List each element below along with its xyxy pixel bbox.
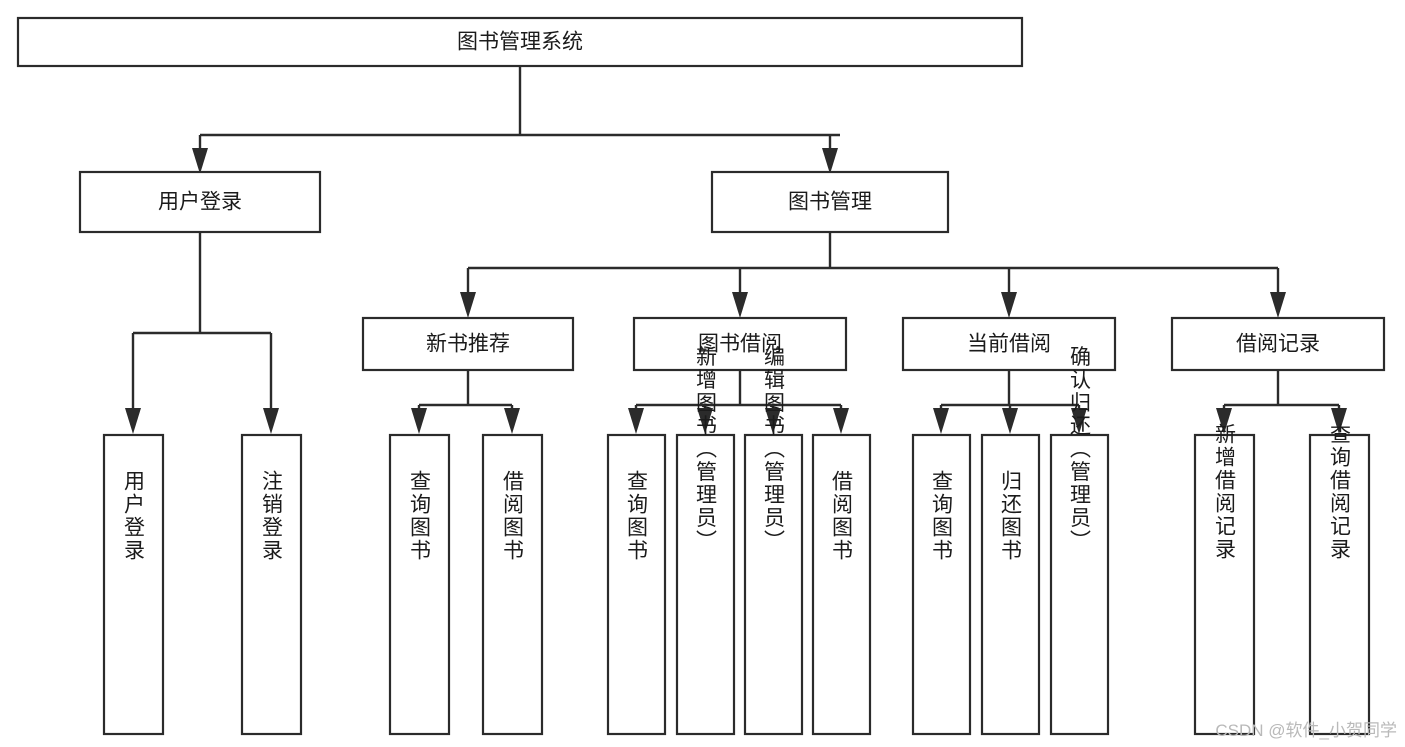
arrow-borrowrecord-leaf-1 xyxy=(1216,408,1232,434)
leaf-logout[interactable]: 注销登录 xyxy=(240,433,303,736)
leaf-logout-label: 注销登录 xyxy=(260,470,284,562)
node-current-borrow-label: 当前借阅 xyxy=(967,333,1051,356)
leaf-edit-book-admin[interactable]: 编辑图书（管理员） xyxy=(743,346,804,736)
leaf-query-book-current-label: 查询图书 xyxy=(930,470,954,562)
arrow-borrowrecord-leaf-2 xyxy=(1331,408,1347,434)
arrow-to-borrow-record xyxy=(1270,292,1286,318)
node-borrow-record-label: 借阅记录 xyxy=(1236,333,1320,356)
node-user-login[interactable]: 用户登录 xyxy=(78,170,322,234)
leaf-confirm-return-admin-label: 确认归还（管理员） xyxy=(1068,346,1092,553)
arrow-currentborrow-leaf-3 xyxy=(1071,408,1087,434)
leaf-query-book-current-box[interactable] xyxy=(911,433,972,736)
leaf-query-borrow-record[interactable]: 查询借阅记录 xyxy=(1308,423,1371,736)
leaf-return-book-box[interactable] xyxy=(980,433,1041,736)
leaf-user-login[interactable]: 用户登录 xyxy=(102,433,165,736)
arrow-bookborrow-leaf-2 xyxy=(697,408,713,434)
leaf-logout-box[interactable] xyxy=(240,433,303,736)
leaf-query-borrow-record-label: 查询借阅记录 xyxy=(1328,423,1352,561)
leaf-borrow-book-borrow-label: 借阅图书 xyxy=(830,470,854,562)
node-book-management-box[interactable] xyxy=(710,170,950,234)
leaf-borrow-book-newrec[interactable]: 借阅图书 xyxy=(481,433,544,736)
node-current-borrow[interactable]: 当前借阅 xyxy=(901,316,1117,372)
arrow-to-book-mgmt xyxy=(822,148,838,174)
leaf-add-book-admin[interactable]: 新增图书（管理员） xyxy=(675,346,736,736)
node-user-login-label: 用户登录 xyxy=(158,191,242,214)
node-new-book-recommend-box[interactable] xyxy=(361,316,575,372)
node-borrow-record[interactable]: 借阅记录 xyxy=(1170,316,1386,372)
arrow-to-leaf-user-login xyxy=(125,408,141,434)
leaf-add-book-admin-label: 新增图书（管理员） xyxy=(694,346,718,553)
node-book-management-label: 图书管理 xyxy=(788,191,872,214)
leaf-query-borrow-record-box[interactable] xyxy=(1308,433,1371,736)
node-new-book-recommend[interactable]: 新书推荐 xyxy=(361,316,575,372)
arrow-newbook-leaf-1 xyxy=(411,408,427,434)
leaf-user-login-box[interactable] xyxy=(102,433,165,736)
leaf-borrow-book-newrec-box[interactable] xyxy=(481,433,544,736)
arrow-to-user-login xyxy=(192,148,208,174)
leaf-add-book-admin-box[interactable] xyxy=(675,433,736,736)
leaf-add-borrow-record[interactable]: 新增借阅记录 xyxy=(1193,423,1256,736)
leaf-return-book[interactable]: 归还图书 xyxy=(980,433,1041,736)
arrow-bookborrow-leaf-1 xyxy=(628,408,644,434)
leaf-borrow-book-newrec-label: 借阅图书 xyxy=(501,470,525,562)
node-book-borrow-label: 图书借阅 xyxy=(698,333,782,356)
leaf-user-login-label: 用户登录 xyxy=(122,470,146,562)
node-new-book-recommend-label: 新书推荐 xyxy=(426,333,510,356)
arrow-currentborrow-leaf-1 xyxy=(933,408,949,434)
node-book-borrow[interactable]: 图书借阅 xyxy=(632,316,848,372)
leaf-add-borrow-record-box[interactable] xyxy=(1193,433,1256,736)
leaf-add-borrow-record-label: 新增借阅记录 xyxy=(1213,423,1237,561)
leaf-query-book-borrow[interactable]: 查询图书 xyxy=(606,433,667,736)
csdn-watermark: CSDN @软件_小贺同学 xyxy=(1215,721,1397,740)
arrow-to-current-borrow xyxy=(1001,292,1017,318)
leaf-edit-book-admin-box[interactable] xyxy=(743,433,804,736)
node-borrow-record-box[interactable] xyxy=(1170,316,1386,372)
leaf-query-book-current[interactable]: 查询图书 xyxy=(911,433,972,736)
leaf-edit-book-admin-label: 编辑图书（管理员） xyxy=(762,346,786,553)
arrow-newbook-leaf-2 xyxy=(504,408,520,434)
leaf-query-book-newrec-box[interactable] xyxy=(388,433,451,736)
leaf-query-book-newrec-label: 查询图书 xyxy=(408,470,432,562)
leaf-query-book-newrec[interactable]: 查询图书 xyxy=(388,433,451,736)
connector-layer xyxy=(125,66,1347,434)
arrow-bookborrow-leaf-4 xyxy=(833,408,849,434)
leaf-return-book-label: 归还图书 xyxy=(999,470,1023,562)
leaf-query-book-borrow-box[interactable] xyxy=(606,433,667,736)
arrow-to-new-book-rec xyxy=(460,292,476,318)
leaf-borrow-book-borrow-box[interactable] xyxy=(811,433,872,736)
node-root-system-box[interactable] xyxy=(16,16,1024,68)
arrow-bookborrow-leaf-3 xyxy=(765,408,781,434)
leaf-confirm-return-admin-box[interactable] xyxy=(1049,433,1110,736)
node-root-system-label: 图书管理系统 xyxy=(457,31,583,54)
arrow-to-leaf-logout xyxy=(263,408,279,434)
arrow-to-book-borrow xyxy=(732,292,748,318)
node-current-borrow-box[interactable] xyxy=(901,316,1117,372)
node-book-borrow-box[interactable] xyxy=(632,316,848,372)
node-root-system[interactable]: 图书管理系统 xyxy=(16,16,1024,68)
leaf-query-book-borrow-label: 查询图书 xyxy=(625,470,649,562)
leaf-confirm-return-admin[interactable]: 确认归还（管理员） xyxy=(1049,346,1110,736)
node-book-management[interactable]: 图书管理 xyxy=(710,170,950,234)
leaf-borrow-book-borrow[interactable]: 借阅图书 xyxy=(811,433,872,736)
node-user-login-box[interactable] xyxy=(78,170,322,234)
arrow-currentborrow-leaf-2 xyxy=(1002,408,1018,434)
